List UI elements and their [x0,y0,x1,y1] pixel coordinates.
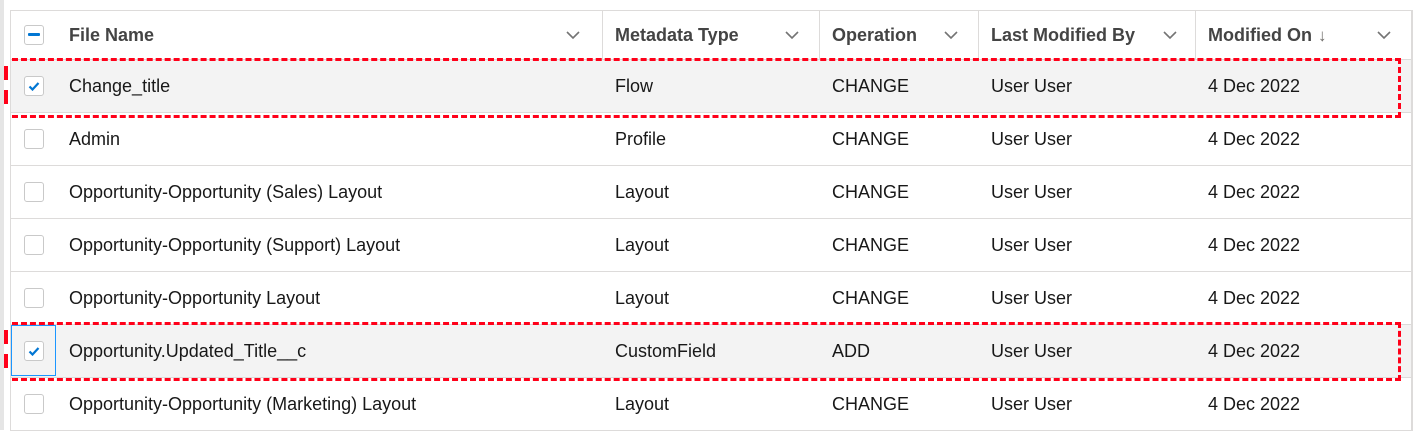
cell-modified-on: 4 Dec 2022 [1208,393,1301,414]
cell-modified-on: 4 Dec 2022 [1208,287,1301,308]
cell-operation: CHANGE [832,75,910,96]
cell-metadata-type: CustomField [615,340,717,361]
row-checkbox[interactable] [24,288,44,308]
row-select-cell [11,166,57,218]
select-all-checkbox[interactable] [24,25,44,45]
column-label: Last Modified By [991,24,1136,45]
cell-file-name[interactable]: Opportunity-Opportunity Layout [69,287,321,308]
chevron-down-icon[interactable] [564,26,582,44]
chevron-down-icon[interactable] [1375,26,1393,44]
column-header-last-modified-by[interactable]: Last Modified By [979,11,1196,59]
table-header-row: File Name Metadata Type Operation Last M… [11,11,1413,60]
column-label: Metadata Type [615,24,739,45]
checkmark-icon [28,347,40,356]
table-row[interactable]: Admin Profile CHANGE User User 4 Dec 202… [11,113,1413,166]
row-checkbox[interactable] [24,394,44,414]
table-row[interactable]: Opportunity.Updated_Title__c CustomField… [11,325,1413,378]
row-checkbox[interactable] [24,76,44,96]
cell-operation: ADD [832,340,871,361]
chevron-down-icon[interactable] [783,26,801,44]
row-checkbox[interactable] [24,129,44,149]
table-right-border [1411,10,1413,430]
focus-outline [11,325,56,376]
cell-metadata-type: Flow [615,75,654,96]
cell-file-name[interactable]: Opportunity-Opportunity (Marketing) Layo… [69,393,417,414]
checkmark-icon [28,82,40,91]
cell-operation: CHANGE [832,287,910,308]
cell-modified-by: User User [991,234,1073,255]
cell-modified-by: User User [991,287,1073,308]
column-header-metadata-type[interactable]: Metadata Type [603,11,820,59]
cell-modified-on: 4 Dec 2022 [1208,181,1301,202]
column-label: Modified On [1208,24,1312,45]
row-select-cell [11,325,57,377]
row-checkbox[interactable] [24,182,44,202]
highlight-annotation-left-edge [4,330,8,374]
cell-metadata-type: Layout [615,234,670,255]
row-select-cell [11,219,57,271]
cell-operation: CHANGE [832,181,910,202]
cell-operation: CHANGE [832,393,910,414]
cell-operation: CHANGE [832,234,910,255]
column-header-modified-on[interactable]: Modified On↓ [1196,11,1413,59]
cell-modified-by: User User [991,181,1073,202]
row-select-cell [11,272,57,324]
cell-modified-by: User User [991,340,1073,361]
table-row[interactable]: Opportunity-Opportunity (Sales) Layout L… [11,166,1413,219]
cell-file-name[interactable]: Opportunity.Updated_Title__c [69,340,307,361]
table-row[interactable]: Opportunity-Opportunity Layout Layout CH… [11,272,1413,325]
cell-modified-by: User User [991,75,1073,96]
column-label: Operation [832,24,918,45]
cell-file-name[interactable]: Opportunity-Opportunity (Sales) Layout [69,181,383,202]
cell-modified-by: User User [991,393,1073,414]
highlight-annotation-left-edge [4,66,8,110]
row-checkbox[interactable] [24,235,44,255]
column-header-file-name[interactable]: File Name [57,11,603,59]
row-select-cell [11,60,57,112]
minus-icon [28,33,40,36]
row-select-cell [11,378,57,430]
table-row[interactable]: Opportunity-Opportunity (Marketing) Layo… [11,378,1413,431]
cell-file-name[interactable]: Admin [69,128,121,149]
cell-modified-on: 4 Dec 2022 [1208,128,1301,149]
select-all-cell [11,11,57,59]
left-rail [0,0,4,430]
chevron-down-icon[interactable] [1161,26,1179,44]
cell-modified-on: 4 Dec 2022 [1208,75,1301,96]
cell-file-name[interactable]: Opportunity-Opportunity (Support) Layout [69,234,401,255]
cell-metadata-type: Layout [615,181,670,202]
cell-modified-on: 4 Dec 2022 [1208,340,1301,361]
cell-metadata-type: Layout [615,287,670,308]
cell-modified-on: 4 Dec 2022 [1208,234,1301,255]
row-select-cell [11,113,57,165]
row-checkbox[interactable] [24,341,44,361]
chevron-down-icon[interactable] [942,26,960,44]
column-header-operation[interactable]: Operation [820,11,979,59]
table-row[interactable]: Change_title Flow CHANGE User User 4 Dec… [11,60,1413,113]
cell-file-name[interactable]: Change_title [69,75,171,96]
sort-descending-icon: ↓ [1317,25,1327,45]
table-row[interactable]: Opportunity-Opportunity (Support) Layout… [11,219,1413,272]
cell-modified-by: User User [991,128,1073,149]
cell-metadata-type: Layout [615,393,670,414]
cell-operation: CHANGE [832,128,910,149]
files-data-table: File Name Metadata Type Operation Last M… [10,10,1413,431]
column-label-wrap: Modified On↓ [1208,25,1326,46]
column-label: File Name [69,24,155,45]
cell-metadata-type: Profile [615,128,667,149]
